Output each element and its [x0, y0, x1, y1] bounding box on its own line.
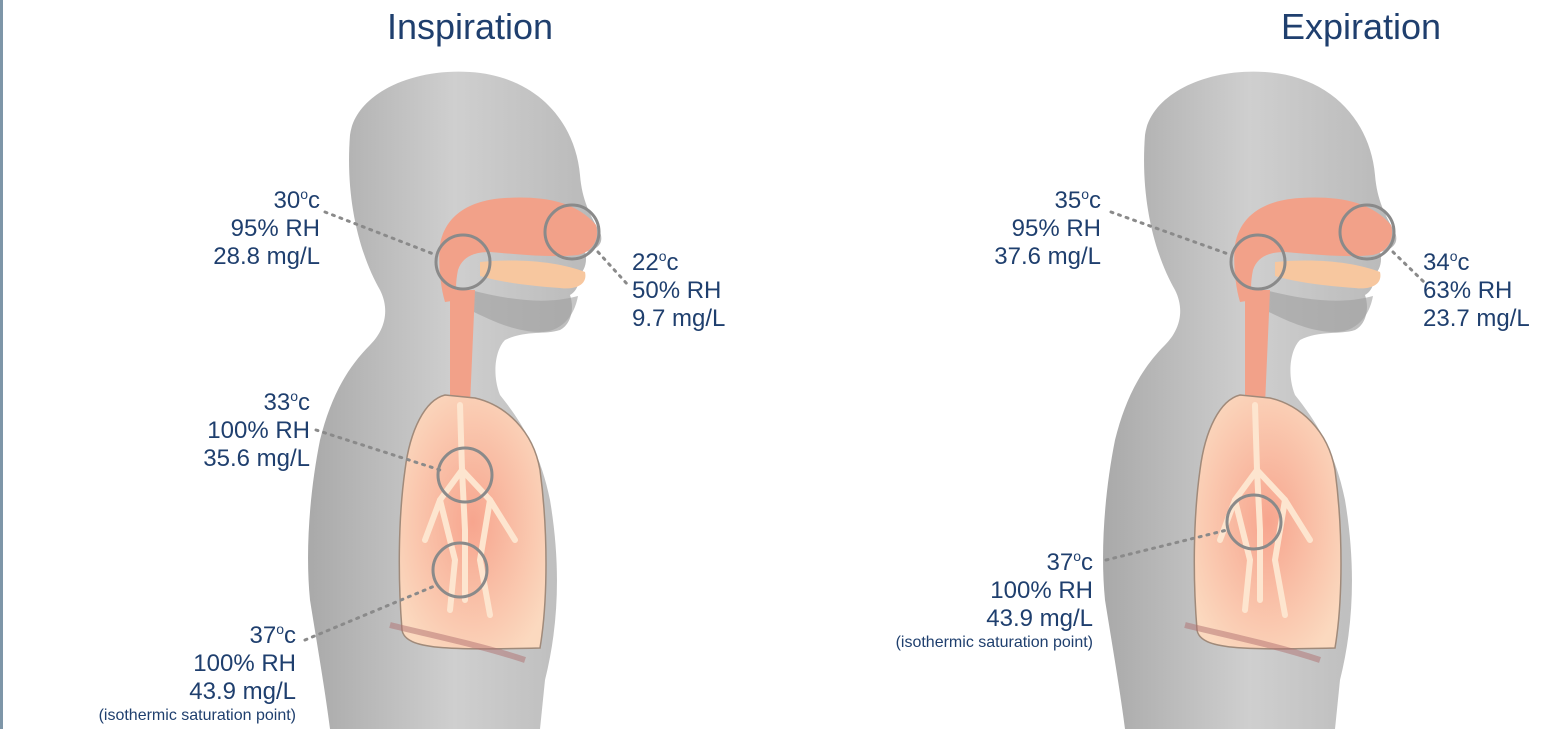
inspiration-nasal-label: 30oc 95% RH 28.8 mg/L	[150, 180, 320, 271]
inspiration-title: Inspiration	[270, 6, 670, 48]
inspiration-panel: Inspiration 30oc 95% RH 28.8 mg/L 22oc 5…	[0, 0, 781, 729]
lung	[399, 395, 546, 649]
expiration-title: Expiration	[1161, 6, 1561, 48]
inspiration-ambient-label: 22oc 50% RH 9.7 mg/L	[632, 242, 772, 333]
expiration-panel: Expiration 35oc 95% RH 37.6 mg/L 34oc 63…	[781, 0, 1562, 729]
expiration-nasal-label: 35oc 95% RH 37.6 mg/L	[931, 180, 1101, 271]
expiration-lungs-label: 37oc 100% RH 43.9 mg/L (isothermic satur…	[801, 542, 1093, 653]
lung	[1194, 395, 1341, 649]
inspiration-alveoli-label: 37oc 100% RH 43.9 mg/L (isothermic satur…	[6, 615, 296, 726]
expiration-exhaled-label: 34oc 63% RH 23.7 mg/L	[1423, 242, 1559, 333]
inspiration-trachea-label: 33oc 100% RH 35.6 mg/L	[140, 382, 310, 473]
